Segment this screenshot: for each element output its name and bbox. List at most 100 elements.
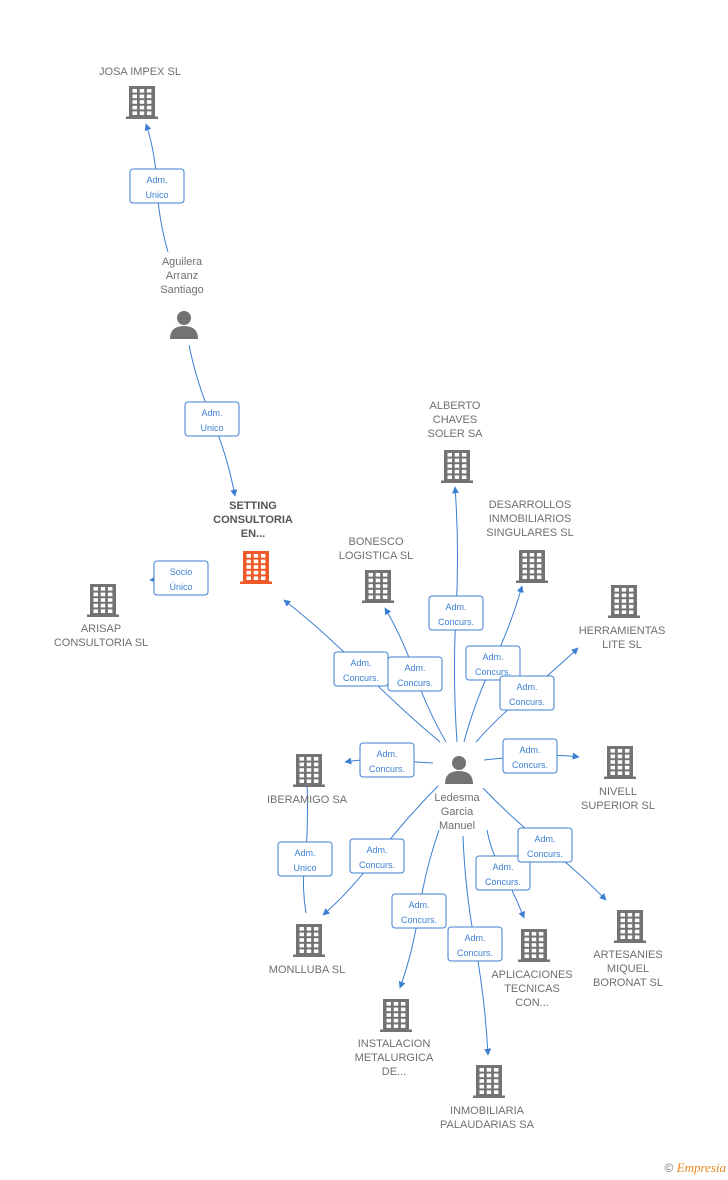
edge-label-ledesma-aplicaciones[interactable]: Adm.Concurs. (475, 855, 531, 891)
node-label: HERRAMIENTAS (579, 625, 666, 637)
edge-label-ledesma-alberto[interactable]: Adm.Concurs. (428, 595, 484, 631)
edge-label-ledesma-inmobiliaria[interactable]: Adm.Concurs. (447, 926, 503, 962)
node-label: CONSULTORIA SL (54, 637, 148, 649)
node-label: ARISAP (81, 623, 121, 635)
building-window (313, 949, 319, 953)
node-instalacion[interactable]: INSTALACIONMETALURGICADE... (355, 999, 434, 1078)
building-window (246, 576, 251, 580)
building-window (260, 570, 266, 575)
node-label: ARTESANIES (593, 949, 663, 961)
building-window (627, 929, 633, 934)
building-window (306, 773, 312, 778)
node-label: Garcia (441, 806, 474, 818)
building-window (628, 588, 634, 592)
edge-label-box (475, 855, 531, 891)
building-base (362, 600, 394, 603)
edge-label-text: Concurs. (512, 760, 548, 770)
building-window (614, 604, 619, 609)
building-window (260, 559, 266, 564)
node-iberamigo[interactable]: IBERAMIGO SA (267, 754, 348, 806)
edge-label-ledesma-iberamigo[interactable]: Adm.Concurs. (359, 742, 415, 778)
building-window (306, 779, 312, 783)
edge-label-ledesma-artesanies[interactable]: Adm.Concurs. (517, 827, 573, 863)
building-window (400, 1013, 406, 1017)
building-window (299, 762, 304, 767)
building-window (486, 1079, 492, 1083)
edge-label-aguilera-josa[interactable]: Adm.Unico (129, 168, 185, 204)
edge-label-box (499, 675, 555, 711)
building-window (538, 954, 544, 958)
edge-label-ledesma-setting[interactable]: Adm.Concurs. (333, 651, 389, 687)
building-window (306, 938, 312, 942)
edge-label-box (184, 401, 240, 437)
building-window (107, 598, 113, 602)
building-window (447, 469, 452, 474)
building-window (531, 943, 537, 947)
edge-label-ledesma-monlluba[interactable]: Adm.Concurs. (349, 838, 405, 874)
edge-label-ledesma-desarrollos[interactable]: Adm.Concurs. (465, 645, 521, 681)
node-label: DESARROLLOS (489, 499, 572, 511)
building-window (447, 475, 452, 479)
edge-label-ledesma-bonesco[interactable]: Adm.Concurs. (387, 656, 443, 692)
edge-label-text: Concurs. (401, 915, 437, 925)
edge-label-aguilera-setting[interactable]: Adm.Unico (184, 401, 240, 437)
building-window (386, 1002, 391, 1006)
node-arisap[interactable]: ARISAP CONSULTORIA SL (54, 584, 148, 649)
building-window (93, 598, 98, 602)
node-label: Manuel (439, 820, 475, 832)
building-window (253, 576, 259, 580)
edge-label-ledesma-herramientas[interactable]: Adm.Concurs. (499, 675, 555, 711)
node-aplicaciones[interactable]: APLICACIONESTECNICASCON... (491, 929, 573, 1009)
building-window (368, 595, 373, 599)
building-window (486, 1073, 492, 1078)
building-window (139, 105, 145, 110)
edge-label-box (447, 926, 503, 962)
footer-brand: © Empresia (664, 1160, 726, 1176)
node-josa[interactable]: JOSA IMPEX SL (99, 66, 181, 119)
building-base (126, 116, 158, 119)
edge-label-text: Concurs. (359, 860, 395, 870)
edge-label-text: Adm. (519, 745, 540, 755)
node-monlluba[interactable]: MONLLUBA SL (269, 924, 345, 976)
building-window (246, 570, 251, 575)
edge-label-box (359, 742, 415, 778)
building-window (299, 943, 304, 948)
edge-label-ledesma-instalacion[interactable]: Adm.Concurs. (391, 893, 447, 929)
edge-label-ledesma-nivell[interactable]: Adm. Concurs. (502, 738, 558, 774)
building-window (246, 559, 251, 564)
building-window (306, 932, 312, 937)
building-window (627, 918, 633, 923)
edge-label-box (391, 893, 447, 929)
building-window (382, 584, 388, 588)
building-window (486, 1084, 492, 1089)
building-window (461, 453, 467, 457)
building-window (375, 578, 381, 583)
node-label: APLICACIONES (491, 969, 572, 981)
node-label: MONLLUBA SL (269, 964, 345, 976)
building-window (393, 1018, 399, 1023)
edge-label-text: Adm. (294, 848, 315, 858)
edge-label-text: Adm. (492, 862, 513, 872)
building-icon (608, 585, 640, 618)
building-window (299, 773, 304, 778)
node-setting[interactable]: SETTINGCONSULTORIAEN... (213, 500, 293, 584)
node-label: Ledesma (434, 792, 480, 804)
building-window (536, 564, 542, 568)
building-window (522, 558, 527, 563)
building-base (518, 959, 550, 962)
edge-label-monlluba-iberamigo[interactable]: Adm.Unico (277, 841, 333, 877)
building-window (93, 587, 98, 591)
building-window (479, 1079, 484, 1083)
building-window (614, 593, 619, 598)
building-icon (293, 754, 325, 787)
